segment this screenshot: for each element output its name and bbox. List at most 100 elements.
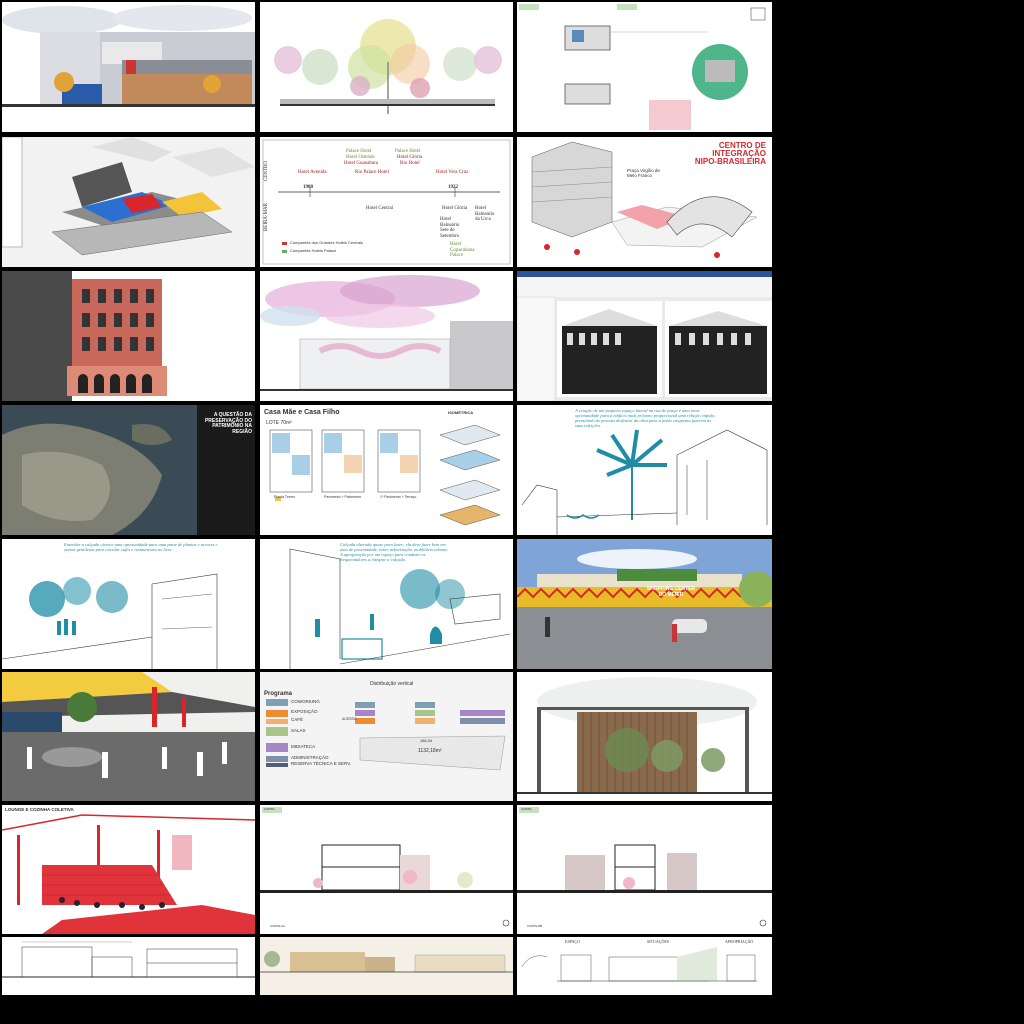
nipo-square-label: Praça Virgílio de Melo Franco	[627, 168, 660, 178]
tile-aerial-preservation[interactable]: A QUESTÃO DA PRESERVAÇÃO DO PATRIMÔNIO N…	[2, 405, 255, 535]
shopping-meier-render	[517, 539, 772, 669]
casa-plan-1: Pavimento + Pavimento	[324, 495, 362, 499]
tile-pink-sky-elevation[interactable]	[260, 271, 513, 401]
pink-sky-elevation-drawing	[260, 275, 513, 391]
corte-b-label: CORTE BB	[527, 924, 543, 928]
programa-item-6: RESERVA TÉCNICA E SERV.	[291, 761, 352, 766]
timeline-hotel-4: Rio Palace Hotel	[355, 170, 389, 175]
timeline-hotel-8: Hotel Vera Cruz	[436, 170, 469, 175]
timeline-hotel-2: Hotel Ostende	[346, 155, 375, 160]
preservacao-title: A QUESTÃO DA PRESERVAÇÃO DO PATRIMÔNIO N…	[204, 412, 252, 435]
tile-sketch-street-b[interactable]: Calçada alterada quase para lazer; ela d…	[260, 539, 513, 669]
historic-facade-drawing	[2, 271, 255, 401]
wood-facade-elevation	[517, 677, 772, 794]
facade-elevation-drawing	[2, 2, 255, 132]
timeline-hotel-1: Palace Hotel	[346, 149, 372, 154]
sketch-b-caption: Entender a calçada oferece uma oportunid…	[64, 542, 218, 552]
bim-software-screenshot	[517, 271, 772, 401]
programa-dist-title: Distribuição vertical	[370, 681, 414, 687]
corte-a-tab: CORTE	[264, 807, 275, 811]
covered-plaza-render	[2, 672, 255, 801]
diagram-label-0: ESPAÇO	[565, 939, 580, 944]
hotel-timeline-chart	[262, 139, 511, 265]
tile-diagram-situacoes[interactable]: ESPAÇO SITUAÇÕES APROPRIAÇÃO	[517, 937, 772, 995]
sketch-palm-drawing	[521, 429, 768, 535]
sketch-street-b-drawing	[289, 548, 511, 669]
corte-a-label: CORTE AA	[270, 924, 286, 928]
programa-area: 1132,18m²	[418, 748, 442, 754]
sketch-a-caption: A criação de um pequeno espaço lateral n…	[575, 408, 715, 428]
corte-aa-drawing	[260, 807, 513, 927]
technical-section-drawing	[2, 937, 255, 995]
timeline-year-1900: 1900	[303, 185, 313, 190]
detail-plan-drawing	[519, 4, 766, 130]
timeline-legend-1: Companhia Hotels Palace	[290, 248, 337, 253]
nipo-title: CENTRO DE INTEGRAÇÃO NIPO-BRASILEIRA	[694, 141, 766, 166]
programa-item-1: EXPOSIÇÃO	[291, 709, 318, 714]
tile-trees-elevation[interactable]	[260, 2, 513, 132]
sketch-c-caption: Calçada alterada quase para lazer; ela d…	[340, 542, 449, 562]
tile-elevation-beige[interactable]	[260, 937, 513, 995]
tile-detail-plan[interactable]	[517, 2, 772, 132]
tile-historic-facade[interactable]	[2, 271, 255, 401]
situacoes-diagram	[517, 937, 772, 995]
tile-shopping-meier[interactable]: SHOPPING CENTER DO MÉIER	[517, 539, 772, 669]
tile-section-technical[interactable]	[2, 937, 255, 995]
tile-lounge[interactable]: LOUNGE E COZINHA COLETIVA	[2, 805, 255, 934]
tile-bim-software[interactable]	[517, 271, 772, 401]
tile-casa-mae-filho[interactable]: Casa Mãe e Casa Filho LOTE 70m² ISOMÉTRI…	[260, 405, 513, 535]
programa-diagram	[260, 672, 513, 801]
timeline-beiramar-label: BEIRA-MAR	[264, 203, 269, 232]
diagram-label-1: SITUAÇÕES	[647, 939, 670, 944]
corte-bb-drawing	[517, 807, 772, 927]
timeline-bottom-hotel-3: Hotel Balneário da Urca	[475, 206, 495, 222]
timeline-hotel-0: Hotel Avenida	[298, 170, 327, 175]
timeline-bottom-hotel-0: Hotel Central	[366, 206, 394, 211]
isometric-building-drawing	[2, 137, 255, 267]
tile-sketch-street-a[interactable]: Entender a calçada oferece uma oportunid…	[2, 539, 255, 669]
tile-wood-facade[interactable]	[517, 672, 772, 801]
lounge-render	[2, 805, 255, 934]
tile-sketch-palm[interactable]: A criação de um pequeno espaço lateral n…	[517, 405, 772, 535]
casa-isometrica: ISOMÉTRICA	[448, 410, 474, 415]
programa-access: ACESSO	[342, 717, 357, 721]
casa-lot: LOTE 70m²	[266, 420, 292, 426]
timeline-hotel-5: Palace Hotel	[395, 149, 421, 154]
timeline-legend-0: Companhia dos Grandes Hotéis Centrais	[290, 240, 363, 245]
programa-item-0: COWORKING	[291, 699, 320, 704]
tile-corte-aa[interactable]: CORTE CORTE AA	[260, 805, 513, 934]
casa-plan-2: 1º Pavimento + Terraço	[380, 495, 417, 499]
tile-covered-plaza[interactable]	[2, 672, 255, 801]
tile-nipo-brasileira[interactable]: CENTRO DE INTEGRAÇÃO NIPO-BRASILEIRA Pra…	[517, 137, 772, 267]
casa-plans-drawing	[269, 424, 501, 526]
programa-dim: 186,34	[420, 738, 433, 743]
programa-item-5: ADMINISTRAÇÃO	[291, 755, 329, 760]
lounge-title: LOUNGE E COZINHA COLETIVA	[5, 807, 74, 812]
programa-item-3: SALAS	[291, 728, 306, 733]
tile-programa[interactable]: Programa Distribuição vertical COWORKING…	[260, 672, 513, 801]
casa-plan-0: Planta Térreo	[274, 495, 296, 499]
timeline-year-1922: 1922	[448, 185, 458, 190]
aerial-map-image	[2, 405, 255, 535]
timeline-bottom-hotel-2: Hotel Balneário Sete de Setembro	[440, 217, 460, 239]
beige-elevation-drawing	[260, 937, 513, 995]
timeline-hotel-7: Rio Hotel	[400, 161, 420, 166]
timeline-bottom-hotel-1: Hotel Glória	[442, 206, 468, 211]
tile-facade-elevation[interactable]	[2, 2, 255, 132]
sketch-street-a-drawing	[2, 573, 218, 669]
timeline-hotel-6: Hotel Glória	[397, 155, 423, 160]
programa-title: Programa	[264, 691, 293, 697]
tile-corte-bb[interactable]: CORTE CORTE BB	[517, 805, 772, 934]
tile-isometric-building[interactable]	[2, 137, 255, 267]
tile-hotel-timeline[interactable]: CENTRO BEIRA-MAR 1900 1922 Hotel Avenida…	[260, 137, 513, 267]
meier-sign: SHOPPING CENTER DO MÉIER	[646, 586, 696, 598]
timeline-centro-label: CENTRO	[264, 161, 269, 181]
timeline-bottom-hotel-4: Hotel Copacabana Palace	[450, 242, 475, 258]
corte-b-tab: CORTE	[521, 807, 532, 811]
trees-elevation-drawing	[274, 19, 502, 114]
nipo-brasileira-drawing	[517, 137, 772, 267]
timeline-hotel-3: Hotel Guanabara	[344, 161, 379, 166]
casa-title: Casa Mãe e Casa Filho	[264, 409, 340, 416]
programa-item-2: CAFÉ	[291, 717, 304, 722]
